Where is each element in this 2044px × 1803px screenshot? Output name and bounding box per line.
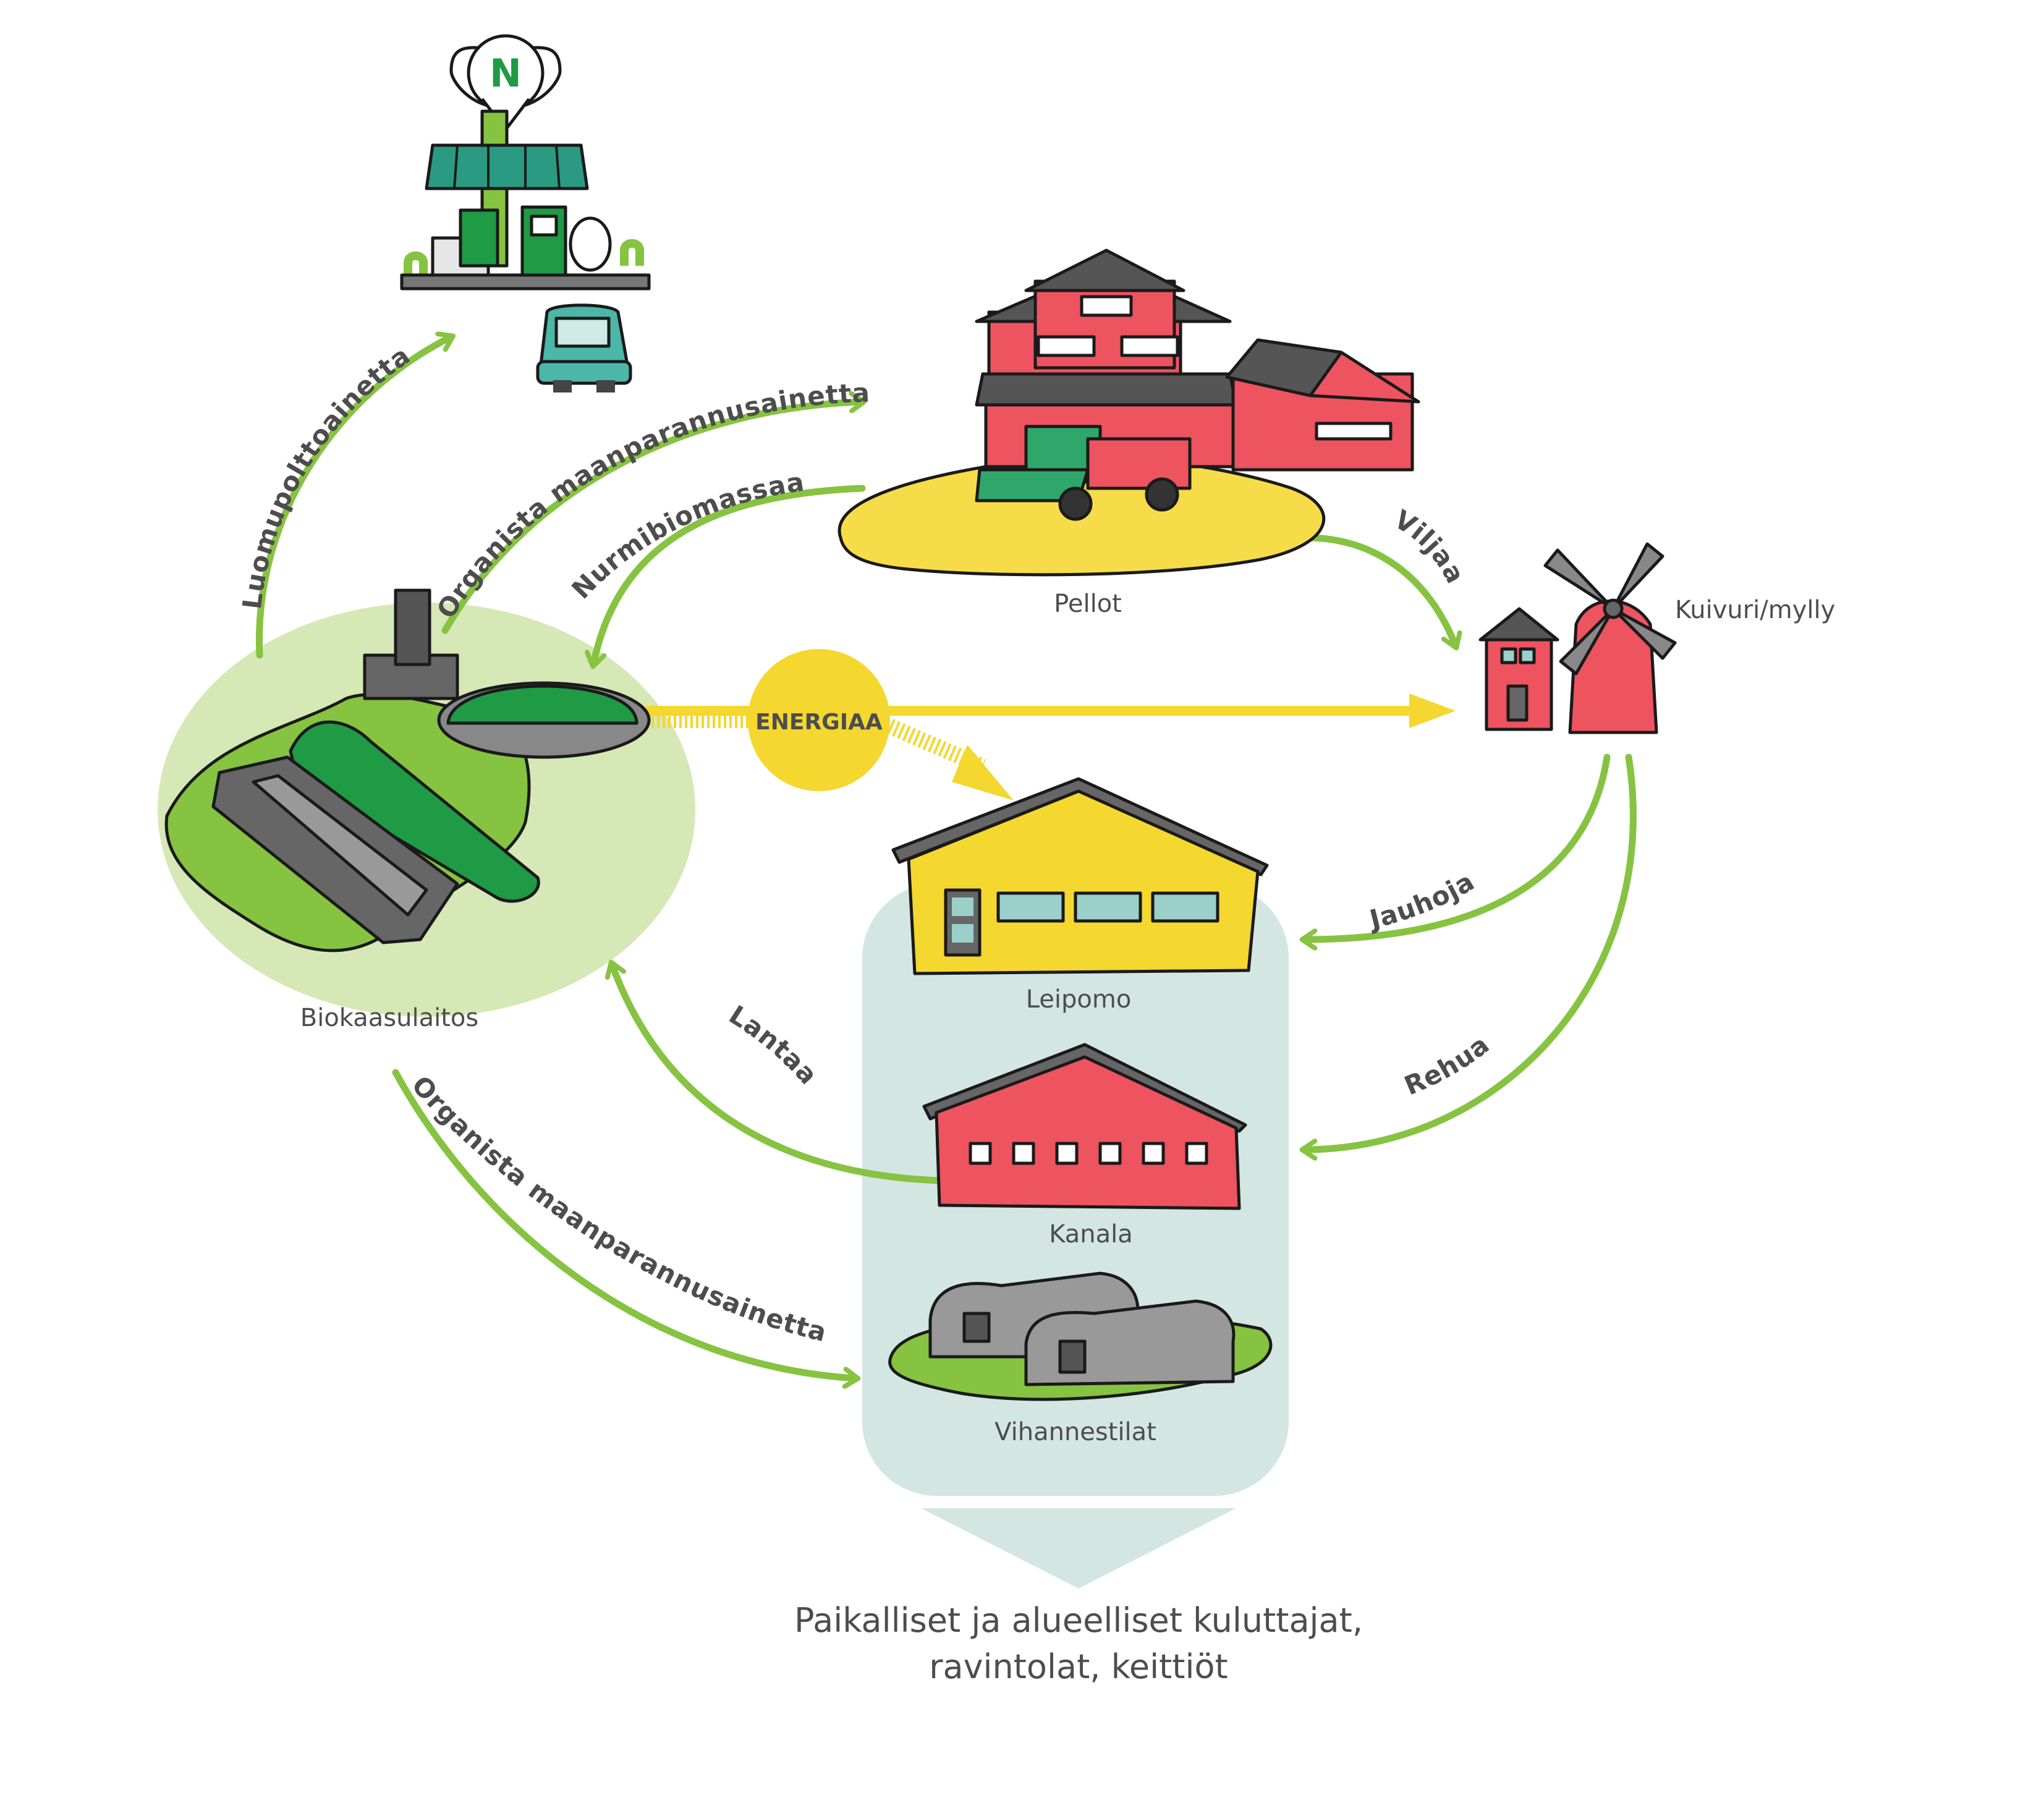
fields-label: Pellot	[1054, 590, 1122, 618]
side-barn	[1225, 338, 1420, 472]
consumers-text-line-1: Paikalliset ja alueelliset kuluttajat,	[794, 1601, 1363, 1640]
biogas-plant-illustration: Biokaasulaitos	[164, 588, 651, 1032]
arrow-organic-to-vegetables	[392, 1069, 856, 1378]
poultry-house-illustration: Kanala	[922, 1043, 1247, 1249]
energy-arrowhead-bakery	[952, 745, 1014, 800]
poultry-roof	[922, 1043, 1247, 1133]
flow-label-nurmibiomassaa: Nurmibiomassaa	[566, 467, 806, 605]
station-logo: N	[490, 51, 522, 96]
fuel-station-illustration: N	[400, 34, 651, 392]
energy-flow: ENERGIAA	[646, 649, 1456, 800]
greenhouse-front	[1024, 1299, 1236, 1386]
station-base	[400, 273, 651, 291]
mill-label: Kuivuri/mylly	[1675, 596, 1835, 624]
bakery-label: Leipomo	[1026, 985, 1132, 1014]
main-barn	[975, 248, 1238, 469]
bakery-wall	[907, 789, 1260, 975]
vegetable-farms-illustration: Vihannestilat	[888, 1271, 1273, 1446]
biogas-plant-label: Biokaasulaitos	[300, 1004, 478, 1032]
energy-label: ENERGIAA	[755, 710, 883, 735]
combine-harvester-icon	[975, 425, 1192, 521]
bakery-illustration: Leipomo	[891, 777, 1269, 1014]
flow-label-viljaa: Viljaa	[1389, 504, 1471, 588]
windmill-sails-icon	[1543, 542, 1677, 676]
arrow-nurmibiomassaa	[593, 485, 866, 664]
arrow-rehua	[1304, 753, 1637, 1150]
poultry-wall	[935, 1055, 1241, 1210]
windmill-body	[1568, 600, 1658, 734]
flow-label-rehua: Rehua	[1400, 1029, 1495, 1101]
poultry-windows	[969, 1142, 1208, 1165]
arrow-jauhoja	[1304, 753, 1611, 940]
flow-label-organic-top: Organista maanparannusainetta	[431, 378, 871, 624]
bakery-roof	[891, 777, 1269, 876]
car-icon	[536, 303, 632, 392]
fields-illustration: Pellot	[838, 248, 1420, 618]
energy-arrowhead-right	[1409, 694, 1456, 728]
poultry-house-label: Kanala	[1049, 1220, 1133, 1249]
flow-label-jauhoja: Jauhoja	[1365, 866, 1480, 935]
biogas-greenhouse-tunnel	[289, 720, 540, 903]
mill-illustration: Kuivuri/mylly	[1478, 542, 1835, 734]
energy-sun	[748, 649, 890, 791]
station-canopy	[425, 143, 589, 190]
consumers-text-line-2: ravintolat, keittiöt	[929, 1647, 1228, 1686]
flow-arrows	[259, 337, 1637, 1378]
consumers-down-arrow	[921, 1508, 1236, 1589]
flow-label-lantaa: Lantaa	[724, 999, 824, 1091]
arrow-lantaa	[612, 964, 943, 1184]
arrow-viljaa	[1304, 534, 1456, 646]
flow-label-luomupolttoainetta: Luomupolttoainetta	[237, 340, 416, 611]
vegetable-farms-label: Vihannestilat	[994, 1418, 1156, 1446]
